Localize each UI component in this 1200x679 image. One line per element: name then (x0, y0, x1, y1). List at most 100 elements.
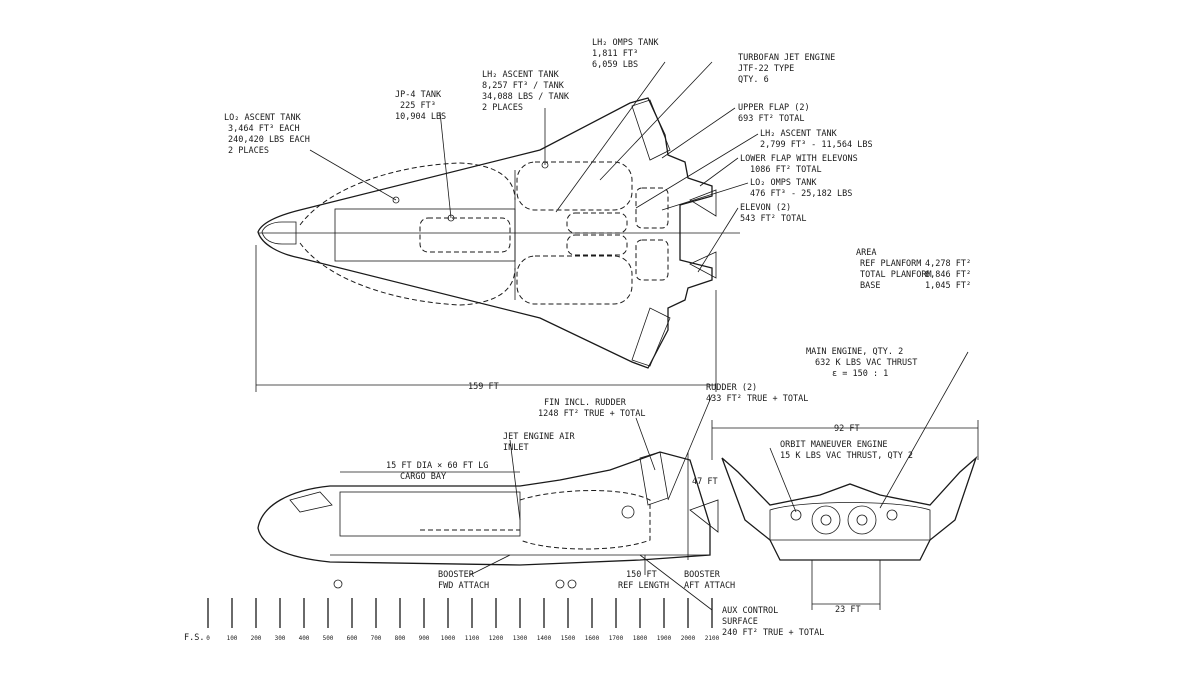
label-upper-flap: UPPER FLAP (2) 693 FT² TOTAL (738, 103, 815, 124)
label-fin: FIN INCL. RUDDER 1248 FT² TRUE + TOTAL (538, 398, 645, 419)
label-booster-aft: BOOSTER AFT ATTACH (684, 570, 735, 591)
label-lower-flap: LOWER FLAP WITH ELEVONS 1086 FT² TOTAL (740, 154, 863, 175)
scale-tick-label: 1800 (633, 635, 648, 642)
label-booster-fwd: BOOSTER FWD ATTACH (438, 570, 489, 591)
area-table: AREA REF PLANFORM 4,278 FT² TOTAL PLANFO… (856, 248, 971, 291)
label-orbit-engine: ORBIT MANEUVER ENGINE 15 K LBS VAC THRUS… (780, 440, 913, 461)
planform-outline (257, 97, 713, 369)
nozzle-upper (689, 189, 717, 217)
vertical-fin-lower (631, 307, 671, 367)
label-turbofan: TURBOFAN JET ENGINE JTF-22 TYPE QTY. 6 (738, 53, 840, 85)
omps-tank-lower (635, 239, 669, 281)
scale-tick-label: 1400 (537, 635, 552, 642)
lh2-small-tank-upper (566, 212, 628, 234)
cockpit-windows (289, 491, 333, 513)
cargo-bay-outline (339, 491, 521, 537)
leader-lower-flap (699, 157, 739, 187)
vertical-fin (639, 451, 669, 506)
scale-tick-label: 200 (251, 635, 262, 642)
label-lo2-omps: LO₂ OMPS TANK 476 FT³ - 25,182 LBS (750, 178, 852, 199)
scale-tick-label: 1200 (489, 635, 504, 642)
gear-main-2 (567, 579, 577, 589)
label-elevon: ELEVON (2) 543 FT² TOTAL (740, 203, 807, 224)
leader-lh2-omps (555, 61, 666, 213)
area-row-base-value: 1,045 FT² (925, 281, 971, 291)
scale-tick-label: 1300 (513, 635, 528, 642)
leader-lh2-small (635, 133, 759, 209)
side-nozzle (689, 499, 719, 533)
lo2-tank-lower-outline (299, 242, 516, 306)
leader-rudder (667, 394, 713, 501)
payload-bay (334, 208, 516, 262)
main-engine-left (811, 505, 841, 535)
scale-tick-label: 500 (323, 635, 334, 642)
scale-tick-label: 900 (419, 635, 430, 642)
side-fuselage-outline (257, 451, 711, 566)
leader-orbit-engine (769, 447, 797, 513)
scale-tick-label: 2000 (681, 635, 696, 642)
length-dimension-label: 159 FT (468, 382, 499, 392)
scale-tick-label: 600 (347, 635, 358, 642)
label-main-engine: MAIN ENGINE, QTY. 2 632 K LBS VAC THRUST… (806, 347, 922, 379)
label-lo2-ascent: LO₂ ASCENT TANK 3,464 FT³ EACH 240,420 L… (224, 113, 315, 156)
lh2-tank-lower-outline (516, 255, 633, 305)
end-view-body (769, 502, 931, 541)
jp4-tank-outline (419, 217, 511, 253)
scale-tick-label: 1900 (657, 635, 672, 642)
leader-booster-fwd (469, 554, 511, 576)
leader-main-engine (879, 351, 969, 509)
label-rudder: RUDDER (2) 433 FT² TRUE + TOTAL (706, 383, 808, 404)
inlet-marker (621, 505, 635, 519)
gear-main-1 (555, 579, 565, 589)
leader-elevon (697, 207, 739, 273)
label-lh2-ascent-main: LH₂ ASCENT TANK 8,257 FT³ / TANK 34,088 … (482, 70, 574, 113)
leader-lo2-ascent (309, 149, 397, 201)
scale-tick-label: 300 (275, 635, 286, 642)
gear-nose (333, 579, 343, 589)
orbit-engine-left (790, 509, 802, 521)
label-jp4-tank: JP-4 TANK 225 FT³ 10,904 LBS (395, 90, 446, 122)
omps-tank-upper (635, 187, 669, 229)
lo2-tank-marker (392, 196, 400, 204)
scale-tick-label: 1500 (561, 635, 576, 642)
leader-fin (635, 417, 656, 471)
scale-prefix: F.S. (184, 633, 204, 643)
scale-tick-label: 1700 (609, 635, 624, 642)
gear-dim-label: 23 FT (835, 605, 861, 615)
scale-tick-label: 0 (206, 635, 210, 642)
leader-aux-control (639, 554, 713, 611)
area-row-total-label: TOTAL PLANFORM (860, 270, 932, 280)
label-cargo-bay: 15 FT DIA × 60 FT LG CARGO BAY (386, 461, 493, 482)
main-engine-right-core (856, 514, 868, 526)
area-row-total-value: 6,846 FT² (925, 270, 971, 280)
label-jet-inlet: JET ENGINE AIR INLET (503, 432, 580, 453)
label-ref-length: 150 FT REF LENGTH (618, 570, 669, 591)
leader-turbofan (599, 61, 713, 181)
leader-upper-flap (661, 107, 736, 159)
lo2-tank-upper-outline (299, 162, 516, 226)
span-dim-label: 92 FT (834, 424, 860, 434)
label-height-dim: 47 FT (692, 477, 718, 487)
area-row-ref-label: REF PLANFORM (860, 259, 921, 269)
scale-tick-label: 400 (299, 635, 310, 642)
label-aux-control: AUX CONTROL SURFACE 240 FT² TRUE + TOTAL (722, 606, 824, 638)
nozzle-lower (689, 251, 717, 279)
area-row-ref-value: 4,278 FT² (925, 259, 971, 269)
scale-tick-label: 800 (395, 635, 406, 642)
side-view (257, 394, 719, 611)
end-view (711, 351, 979, 610)
leader-jp4 (439, 111, 452, 219)
main-engine-right (847, 505, 877, 535)
top-view-leaders (309, 61, 759, 273)
scale-tick-label: 700 (371, 635, 382, 642)
scale-tick-label: 1000 (441, 635, 456, 642)
top-view (255, 97, 740, 392)
label-lh2-ascent-small: LH₂ ASCENT TANK 2,799 FT³ - 11,564 LBS (760, 129, 873, 150)
lh2-tank-upper-outline (516, 161, 633, 211)
leader-jet-inlet (509, 439, 521, 521)
scale-tick-label: 1100 (465, 635, 480, 642)
lh2-small-tank-lower (566, 234, 628, 256)
end-view-outline (721, 455, 978, 561)
